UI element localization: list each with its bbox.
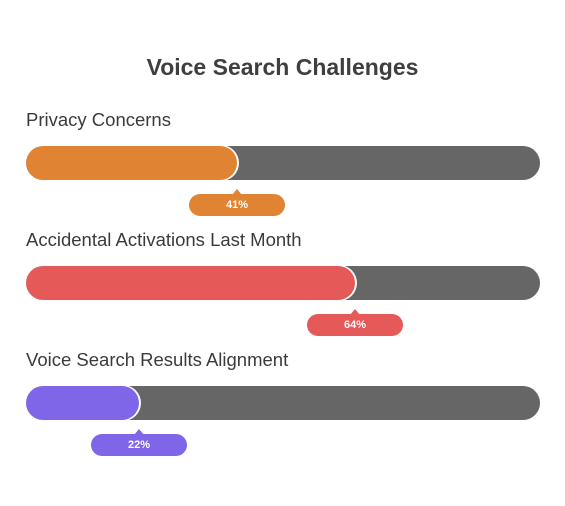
progress-track [26,146,540,180]
progress-track [26,266,540,300]
row-label: Privacy Concerns [26,109,171,130]
value-badge: 22% [91,429,187,456]
progress-row-results-alignment: Voice Search Results Alignment 22% [26,348,540,468]
row-label: Accidental Activations Last Month [26,229,302,250]
value-label: 41% [225,199,249,211]
value-badge: 64% [307,309,403,336]
badge-pointer [134,429,144,435]
chart-title: Voice Search Challenges [146,54,419,80]
value-label: 64% [343,319,367,331]
value-badge: 41% [189,189,285,216]
progress-track [26,386,540,420]
badge-pointer [350,309,360,315]
progress-row-privacy-concerns: Privacy Concerns 41% [26,108,540,228]
value-label: 22% [127,439,151,451]
progress-fill [26,266,355,300]
badge-pointer [232,189,242,195]
progress-fill [26,386,139,420]
progress-row-accidental-activations: Accidental Activations Last Month 64% [26,228,540,348]
row-label: Voice Search Results Alignment [26,349,289,370]
progress-fill [26,146,237,180]
